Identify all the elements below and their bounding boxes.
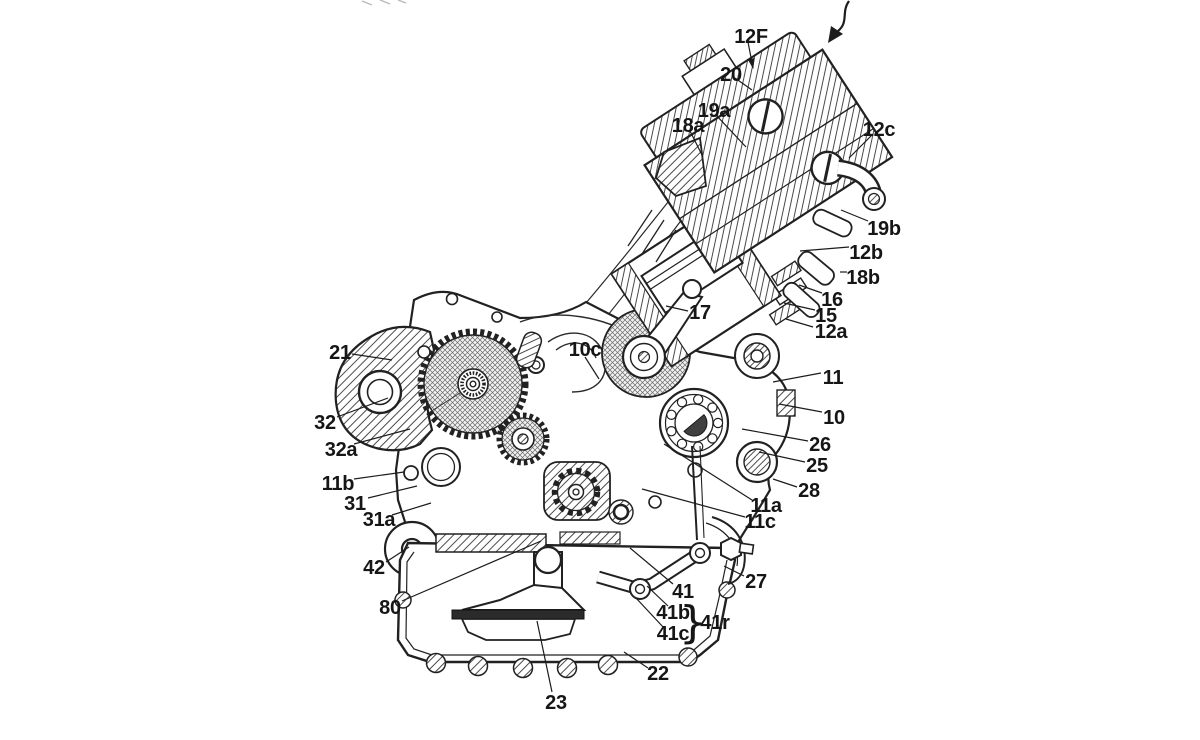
ref-label-17: 17	[689, 302, 711, 324]
chain-guide	[515, 331, 543, 369]
main-bearing	[658, 387, 730, 459]
idler-boss	[734, 333, 780, 379]
leader-41b	[646, 585, 669, 607]
pipe-stub-19b	[812, 208, 853, 238]
leader-11	[772, 372, 822, 383]
ref-label-18b: 18b	[846, 267, 880, 289]
ref-label-41r: 41r	[700, 612, 730, 634]
leader-12c	[848, 134, 873, 159]
ref-label-31a: 31a	[363, 509, 397, 531]
leader-27	[723, 565, 745, 577]
head-fins	[627, 209, 677, 263]
ref-label-21: 21	[329, 342, 351, 364]
ref-label-11c: 11c	[744, 511, 776, 533]
ref-label-12c: 12c	[863, 119, 896, 141]
leader-11c	[641, 488, 746, 518]
ref-label-11: 11	[823, 367, 844, 389]
leader-15	[783, 302, 816, 311]
leader-32a	[353, 428, 411, 445]
hex-bolt-27	[705, 516, 755, 585]
ref-label-32: 32	[314, 412, 336, 434]
intake-elbow	[836, 159, 886, 211]
boss-11b	[403, 447, 461, 487]
ref-label-41b: 41b	[656, 602, 690, 624]
leader-11b	[353, 471, 405, 480]
reference-labels: 12F 20 19a 18a 12c 19b 12b 18b 16 15 12a…	[314, 26, 901, 714]
ref-label-25: 25	[806, 455, 828, 477]
leader-20	[734, 77, 753, 91]
leader-41c	[635, 597, 665, 629]
leader-12b	[799, 246, 850, 252]
leader-31	[367, 485, 418, 499]
leader-16	[798, 284, 823, 294]
ref-label-22: 22	[647, 663, 669, 685]
ref-label-10: 10	[823, 407, 845, 429]
leader-10c	[584, 356, 600, 380]
top-crop-marks	[361, 0, 407, 6]
ref-label-11b: 11b	[322, 473, 355, 495]
pan-flange	[435, 533, 547, 553]
ref-label-19b: 19b	[867, 218, 901, 240]
ref-label-15: 15	[815, 305, 837, 327]
leader-18a	[689, 130, 703, 156]
oil-pump-gear	[551, 467, 601, 517]
leader-42	[385, 546, 410, 563]
ref-label-26: 26	[809, 434, 831, 456]
ref-label-16: 16	[821, 289, 843, 311]
ref-label-12b: 12b	[849, 242, 883, 264]
strainer-screen	[451, 609, 585, 620]
leader-31a	[391, 502, 432, 516]
left-cover	[334, 325, 436, 452]
balancer-gear	[496, 412, 550, 466]
primary-gear	[417, 328, 529, 440]
leader-23	[536, 620, 553, 693]
plug-25	[735, 440, 779, 484]
ref-label-12F: 12F	[734, 26, 768, 48]
leader-21	[351, 353, 393, 361]
oil-strainer	[451, 545, 587, 641]
ref-label-20: 20	[720, 64, 742, 86]
leader-12F	[747, 41, 755, 70]
ref-label-41: 41	[672, 581, 694, 603]
ref-label-41c: 41c	[657, 623, 690, 645]
ref-label-19a: 19a	[698, 100, 732, 122]
leader-25	[758, 451, 806, 463]
ref-label-27: 27	[745, 571, 767, 593]
ref-label-11a: 11a	[750, 495, 783, 517]
leader-41	[629, 547, 674, 585]
leader-19b	[840, 209, 869, 222]
ref-label-32a: 32a	[325, 439, 359, 461]
ref-label-23: 23	[545, 692, 567, 714]
ref-label-28: 28	[798, 480, 820, 502]
ref-label-31: 31	[344, 493, 366, 515]
injector-stub-1	[797, 250, 835, 286]
ref-brace-41r: }	[679, 597, 707, 648]
leader-19a	[715, 114, 747, 148]
cam-chain-tunnel	[654, 136, 707, 198]
cylinder-head	[640, 31, 894, 275]
leader-12a	[785, 318, 814, 328]
leader-80	[401, 540, 542, 602]
leader-17	[665, 305, 689, 312]
direction-arrow-icon	[828, 0, 850, 43]
ref-label-18a: 18a	[672, 115, 706, 137]
ref-label-10c: 10c	[569, 339, 602, 361]
leader-32	[336, 397, 389, 418]
ref-label-12a: 12a	[815, 321, 849, 343]
ref-label-80: 80	[379, 597, 401, 619]
leader-11a	[663, 443, 753, 501]
leader-28	[772, 478, 798, 488]
drain-strap	[596, 542, 711, 600]
leader-22	[623, 651, 649, 669]
ref-label-42: 42	[363, 557, 385, 579]
leader-lines	[336, 41, 873, 693]
leader-10	[778, 403, 823, 413]
leader-26	[741, 428, 809, 442]
